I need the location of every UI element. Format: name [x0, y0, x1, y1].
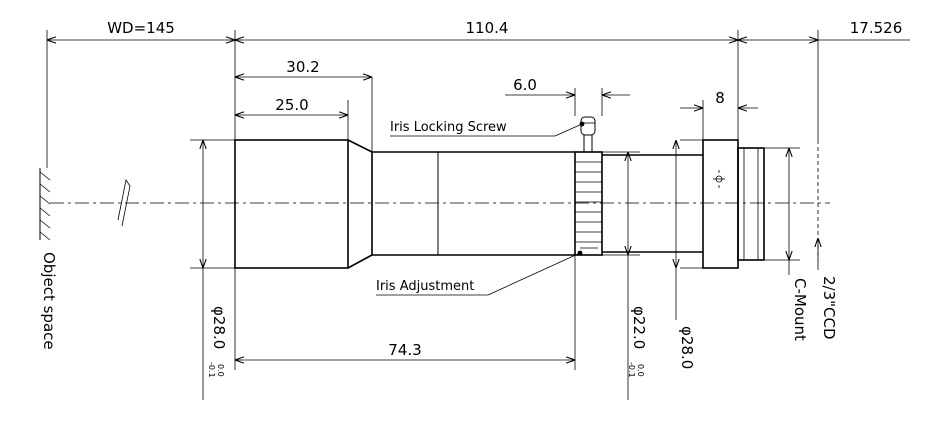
iris-position-label: 74.3 [388, 341, 421, 359]
object-space-label: Object space [40, 252, 58, 350]
extension-lines [46, 30, 819, 370]
c-mount-label: C-Mount [791, 278, 809, 341]
front-barrel-label: 25.0 [275, 96, 308, 114]
iris-adjustment-label: Iris Adjustment [376, 279, 474, 294]
total-length-label: 110.4 [466, 19, 509, 37]
wd-label: WD=145 [107, 19, 175, 37]
dia-front-tol-lower: -0.1 [207, 362, 216, 378]
sensor-label: 2/3"CCD [820, 276, 838, 340]
dia-rear-label: φ28.0 [678, 326, 696, 369]
dia-mid-tol-lower: -0.1 [627, 362, 636, 378]
flange-back-label: 17.526 [850, 19, 903, 37]
object-plane [39, 168, 51, 241]
dimension-lines [47, 40, 910, 400]
lens-body [234, 139, 765, 269]
screw-offset-label: 6.0 [513, 76, 537, 94]
dia-front-group: φ28.0 0.0 -0.1 [207, 306, 228, 378]
dia-mid-label: φ22.0 [630, 306, 648, 349]
front-step-label: 30.2 [286, 58, 319, 76]
iris-locking-screw-label: Iris Locking Screw [390, 120, 507, 135]
leader-lines [376, 121, 585, 296]
dia-front-label: φ28.0 [210, 306, 228, 349]
mount-length-label: 8 [715, 89, 725, 107]
dia-mid-group: φ22.0 0.0 -0.1 [627, 306, 648, 378]
dia-front-tol-upper: 0.0 [216, 364, 225, 377]
dia-mid-tol-upper: 0.0 [636, 364, 645, 377]
break-symbol [117, 178, 131, 227]
